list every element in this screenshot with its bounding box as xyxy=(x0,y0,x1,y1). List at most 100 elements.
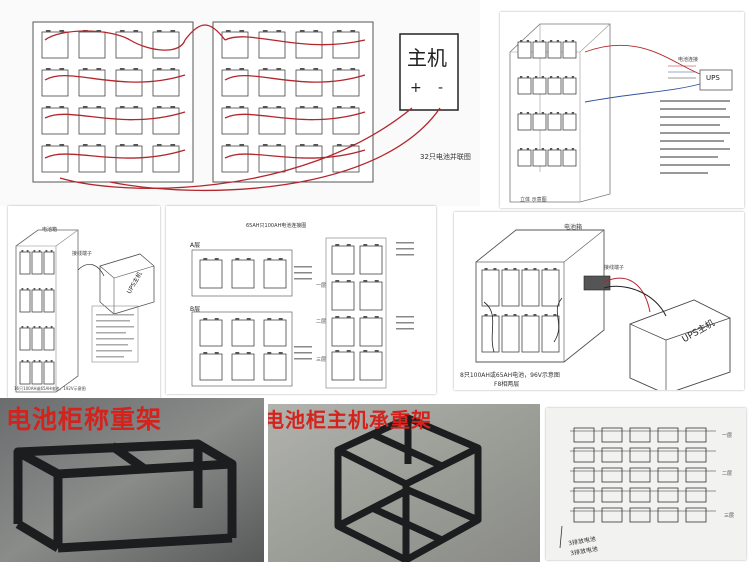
panel-layer-connection: 65AH只100AH电池连接图 A层 B层 一层 二层 三层 xyxy=(166,206,436,394)
battery-icon xyxy=(517,41,532,59)
sketch-battery-icon xyxy=(685,507,707,523)
battery-icon xyxy=(31,327,43,351)
sketch-battery-icon xyxy=(573,467,595,483)
label-b: B层 xyxy=(190,306,201,313)
battery-icon xyxy=(115,69,143,97)
cabinet-label-8: 电池箱 xyxy=(564,224,583,231)
battery-icon xyxy=(152,31,180,59)
battery-icon xyxy=(501,315,520,353)
battery-icon xyxy=(359,245,383,275)
sketch-battery-icon xyxy=(685,447,707,463)
sketch-battery-icon xyxy=(573,447,595,463)
battery-icon xyxy=(263,259,287,289)
battery-icon xyxy=(115,31,143,59)
sketch-battery-icon xyxy=(685,467,707,483)
panel-8-battery: 电池箱 接线端子 UPS主机 8只100AH或65AH电池，96V示意图 F8相… xyxy=(454,212,744,390)
panel-photo-host-rack: 电池柜主机承重架 xyxy=(268,404,540,562)
battery-icon xyxy=(547,41,562,59)
battery-icon xyxy=(562,149,577,167)
16-caption: 16只100AH或65AH电池，192V示意图 xyxy=(14,386,86,391)
battery-icon xyxy=(19,361,31,385)
battery-icon xyxy=(78,69,106,97)
host-label: 主机 xyxy=(407,46,447,70)
layer-2: 二层 xyxy=(316,319,327,325)
label-a: A层 xyxy=(190,242,201,249)
battery-icon xyxy=(359,351,383,381)
battery-icon xyxy=(43,289,55,313)
sketch-battery-icon xyxy=(601,447,623,463)
panel-16-battery: 电池箱 接线端子 UPS主机 16只100AH或65AH电池，192V示意图 xyxy=(8,206,160,398)
sketch-battery-icon xyxy=(657,427,679,443)
sketch-layer-3: 三层 xyxy=(724,513,735,519)
battery-icon xyxy=(31,289,43,313)
layer-3: 三层 xyxy=(316,357,327,363)
sketch-layer-1: 一层 xyxy=(722,433,733,439)
terminal-label-8: 接线端子 xyxy=(604,265,625,271)
battery-icon xyxy=(532,77,547,95)
sketch-battery-icon xyxy=(601,467,623,483)
battery-icon xyxy=(359,317,383,347)
battery-icon xyxy=(263,319,287,347)
battery-icon xyxy=(41,31,69,59)
battery-icon xyxy=(152,145,180,173)
layer-connection-diagram xyxy=(166,206,436,394)
battery-icon xyxy=(258,107,286,135)
battery-icon xyxy=(332,69,360,97)
battery-icon xyxy=(332,145,360,173)
sketch-battery-icon xyxy=(573,507,595,523)
sketch-battery-icon xyxy=(573,427,595,443)
panel-photo-weighing-rack: 电池柜称重架 xyxy=(0,398,264,562)
battery-icon xyxy=(541,315,560,353)
battery-icon xyxy=(541,269,560,307)
battery-icon xyxy=(231,259,255,289)
battery-icon xyxy=(517,149,532,167)
host-rack-photo xyxy=(268,404,540,562)
battery-icon xyxy=(43,327,55,351)
sketch-battery-icon xyxy=(629,507,651,523)
sketch-battery-icon xyxy=(573,487,595,503)
battery-icon xyxy=(562,41,577,59)
battery-icon xyxy=(331,245,355,275)
battery-icon xyxy=(19,251,31,275)
minus-terminal: - xyxy=(438,80,444,96)
battery-icon xyxy=(562,113,577,131)
battery-icon xyxy=(532,41,547,59)
terminal-label-16: 接线端子 xyxy=(72,251,93,257)
battery-icon xyxy=(19,289,31,313)
battery-icon xyxy=(41,107,69,135)
battery-icon xyxy=(78,107,106,135)
plus-terminal: + xyxy=(410,80,422,96)
8-battery-diagram xyxy=(454,212,744,390)
battery-icon xyxy=(199,319,223,347)
battery-icon xyxy=(562,77,577,95)
battery-icon xyxy=(263,353,287,381)
battery-icon xyxy=(231,353,255,381)
sketch-battery-icon xyxy=(629,487,651,503)
battery-icon xyxy=(481,315,500,353)
sketch-battery-icon xyxy=(629,447,651,463)
battery-icon xyxy=(532,113,547,131)
3d-caption: 立体 示意图 xyxy=(520,197,547,203)
battery-icon xyxy=(43,251,55,275)
battery-icon xyxy=(152,69,180,97)
sketch-battery-icon xyxy=(657,447,679,463)
battery-icon xyxy=(43,361,55,385)
panel-parallel-wiring: 主机 + - 32只电池并联图 xyxy=(0,0,480,206)
battery-icon xyxy=(521,315,540,353)
16-battery-diagram xyxy=(8,206,160,398)
battery-icon xyxy=(31,251,43,275)
battery-icon xyxy=(332,31,360,59)
battery-icon xyxy=(221,31,249,59)
battery-icon xyxy=(41,145,69,173)
battery-icon xyxy=(517,77,532,95)
sketch-battery-icon xyxy=(657,487,679,503)
battery-icon xyxy=(31,361,43,385)
battery-icon xyxy=(19,327,31,351)
battery-icon xyxy=(221,145,249,173)
battery-icon xyxy=(295,69,323,97)
battery-icon xyxy=(359,281,383,311)
8-caption-1: 8只100AH或65AH电池，96V示意图 xyxy=(460,372,560,379)
battery-icon xyxy=(199,353,223,381)
battery-icon xyxy=(547,113,562,131)
battery-icon xyxy=(517,113,532,131)
